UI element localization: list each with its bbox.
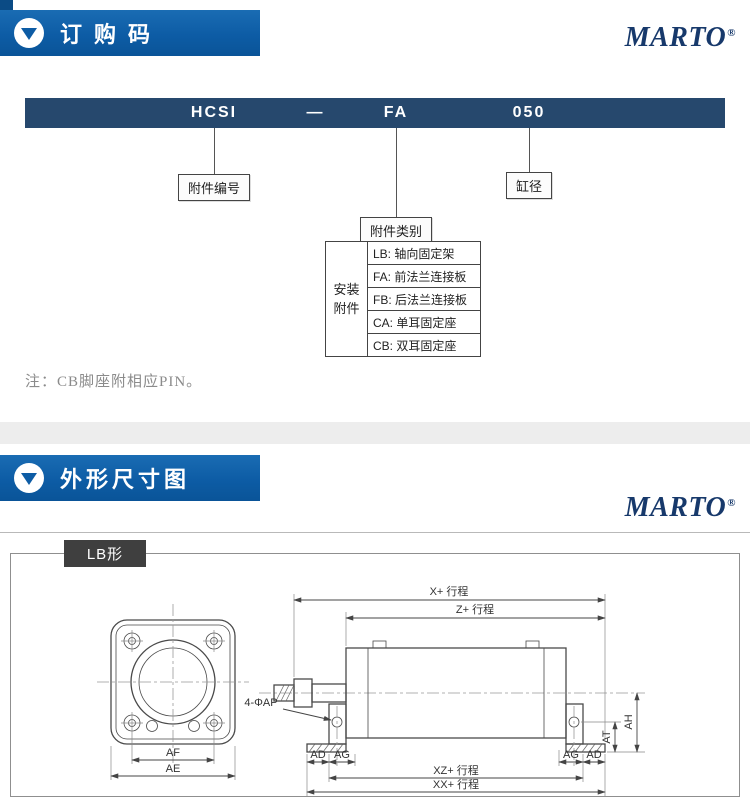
horizontal-rule [0,532,750,533]
dim-hole-callout: 4-ΦAP [244,697,277,709]
table-row: CA: 单耳固定座 [368,311,480,334]
code-dash: — [306,104,325,121]
connector-line-bore [529,128,530,172]
dim-ag-left: AG [334,749,350,761]
dim-z-stroke: Z+ 行程 [456,603,494,616]
triangle-down-icon [21,473,37,485]
section-header-dimensions: 外形尺寸图 [0,455,260,501]
callout-bore: 缸径 [505,172,553,199]
code-model: HCSI [190,104,238,121]
footnote: 注：CB脚座附相应PIN。 [25,374,203,390]
dim-at: AT [601,730,613,744]
section-header-order-code: 订购码 [0,10,260,56]
table-row: FA: 前法兰连接板 [368,265,480,288]
front-view-dimensions: AF AE [110,734,236,780]
dim-af: AF [166,747,180,759]
cylinder-side-view [259,640,645,766]
dim-xx-stroke: XX+ 行程 [433,778,479,791]
section-bullet-icon [14,463,44,493]
dim-ad-right: AD [586,749,601,761]
dim-ag-right: AG [563,749,579,761]
section-title: 订购码 [60,22,163,47]
dim-x-stroke: X+ 行程 [430,585,469,598]
connector-line-type [396,128,397,217]
table-row: LB: 轴向固定架 [368,242,480,265]
dimension-drawing: AF AE [97,585,645,796]
brand-logo: MARTO® [625,22,736,54]
table-row-header: 安装 附件 [326,242,368,356]
table-row: CB: 双耳固定座 [373,339,457,353]
triangle-down-icon [21,28,37,40]
callout-accessory-no: 附件编号 [177,174,251,201]
dim-ad-left: AD [310,749,325,761]
code-bore: 050 [512,104,546,121]
dim-xz-stroke: XZ+ 行程 [433,764,479,777]
section-divider [0,422,750,444]
variant-label: LB形 [64,540,146,567]
dim-ae: AE [166,763,181,775]
table-row: FB: 后法兰连接板 [368,288,480,311]
table-rows: LB: 轴向固定架 FA: 前法兰连接板 FB: 后法兰连接板 CA: 单耳固定… [368,242,480,356]
accessory-type-table: 安装 附件 LB: 轴向固定架 FA: 前法兰连接板 FB: 后法兰连接板 CA… [325,241,481,357]
registered-mark: ® [727,26,736,39]
brand-logo: MARTO® [625,492,736,524]
brand-logo-text: MARTO [624,492,727,523]
corner-accent [0,0,13,11]
bracket-front-view [97,604,249,764]
brand-logo-text: MARTO [624,22,727,53]
drawing-frame: AF AE [10,553,740,797]
section-bullet-icon [14,18,44,48]
order-code-bar: HCSI — FA 050 [25,98,725,128]
dim-ah: AH [623,714,635,729]
registered-mark: ® [727,496,736,509]
connector-line-model [214,128,215,174]
side-view-dimensions: X+ 行程 Z+ 行程 4-ΦAP AD AG [244,585,645,796]
code-type: FA [383,104,409,121]
section-title: 外形尺寸图 [60,467,191,492]
callout-accessory-type: 附件类别 [359,217,433,244]
